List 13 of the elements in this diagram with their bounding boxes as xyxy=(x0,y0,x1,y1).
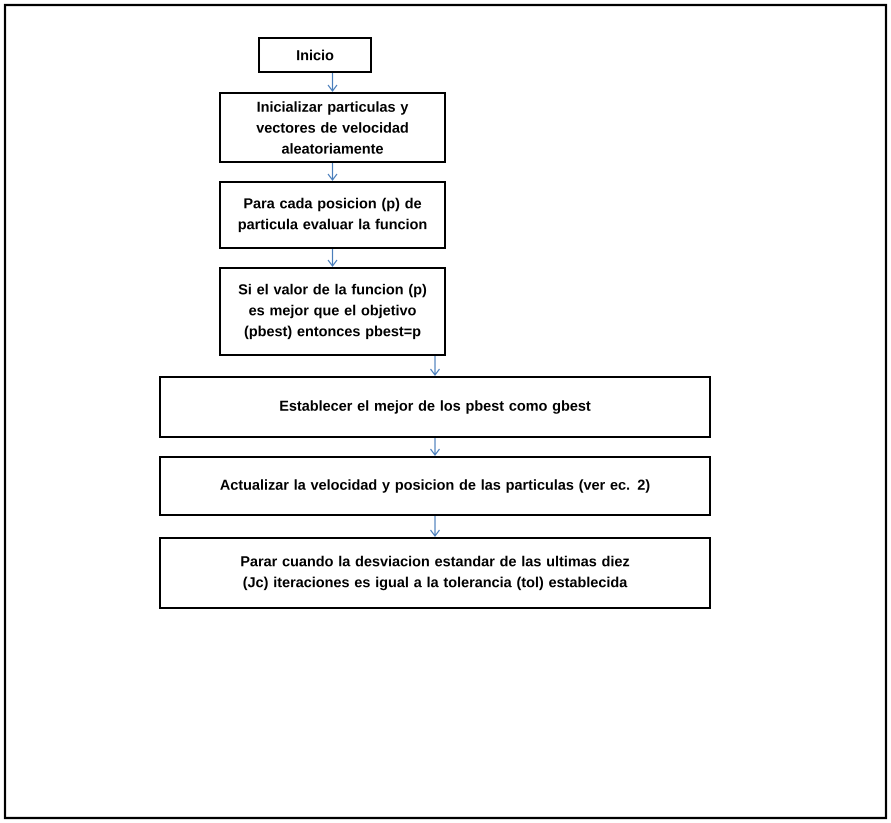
arrow xyxy=(328,248,338,267)
process-box: Inicializar particulas y vectores de velocidad aleatoriamente xyxy=(219,92,446,163)
process-box: Si el valor de la funcion (p) es mejor que el objetivo (pbest) entonces pbest=p xyxy=(219,266,446,356)
process-box: Establecer el mejor de los pbest como gbest xyxy=(159,376,711,438)
arrow xyxy=(430,438,440,456)
process-box: Para cada posicion (p) de particula evaluar la funcion xyxy=(219,180,446,249)
arrow xyxy=(328,162,338,181)
arrow xyxy=(328,73,338,92)
process-box: Inicio xyxy=(258,37,372,73)
process-box: Parar cuando la desviacion estandar de las ultimas diez (Jc) iteraciones es igual a la tolerancia (tol) establecida xyxy=(159,536,711,609)
process-box: Actualizar la velocidad y posicion de las particulas (ver ec. 2) xyxy=(159,456,711,516)
arrow xyxy=(430,356,440,376)
arrow xyxy=(430,516,440,537)
